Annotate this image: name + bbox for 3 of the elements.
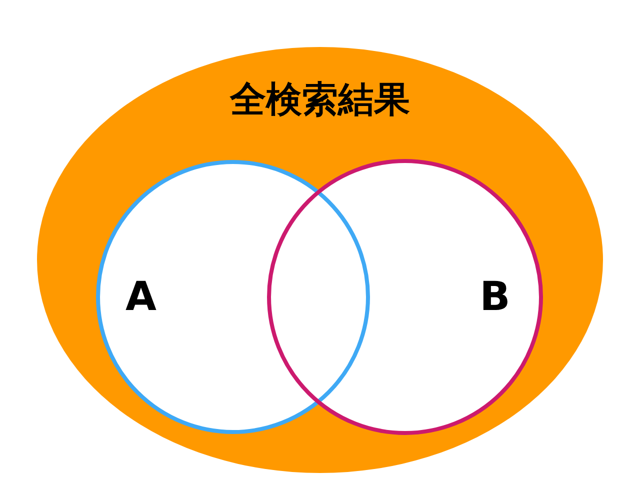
set-label: A xyxy=(126,274,156,320)
set-title: 全検索結果 xyxy=(230,78,410,122)
set-label: B xyxy=(480,274,510,320)
